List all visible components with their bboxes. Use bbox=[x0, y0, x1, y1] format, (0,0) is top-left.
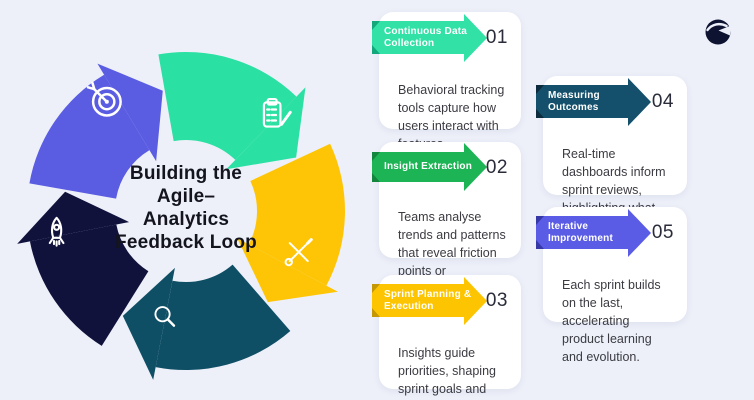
step-card-05: Iterative Improvement 05 Each sprint bui… bbox=[536, 207, 687, 364]
loop-segment-1 bbox=[29, 63, 163, 199]
ribbon-arrowhead-icon bbox=[464, 276, 487, 325]
loop-segment-2 bbox=[158, 52, 306, 170]
ribbon-arrowhead-icon bbox=[464, 143, 487, 191]
loop-arc-body bbox=[155, 264, 291, 370]
loop-arc-body bbox=[29, 224, 149, 346]
step-title: Measuring Outcomes bbox=[548, 89, 600, 113]
step-number: 01 bbox=[485, 27, 508, 48]
ribbon-fold-icon bbox=[372, 45, 380, 54]
ribbon-fold-icon bbox=[536, 85, 544, 94]
step-title: Insight Extraction bbox=[384, 161, 473, 172]
step-banner: Measuring Outcomes bbox=[536, 77, 651, 126]
ribbon-fold-icon bbox=[372, 173, 380, 182]
ribbon-fold-icon bbox=[372, 308, 380, 317]
loop-segment-3 bbox=[237, 143, 345, 303]
step-banner: Sprint Planning & Execution bbox=[372, 276, 487, 325]
ribbon-fold-icon bbox=[536, 240, 544, 249]
step-title: Sprint Planning & Execution bbox=[384, 288, 472, 312]
step-description: Each sprint builds on the last, accelera… bbox=[562, 277, 661, 364]
loop-arc-body bbox=[158, 52, 297, 160]
loop-arrowhead-icon bbox=[122, 267, 175, 380]
ribbon-fold-icon bbox=[536, 216, 544, 225]
target-icon bbox=[86, 81, 122, 117]
step-card-02: Insight Extraction 02 Teams analyse tren… bbox=[372, 142, 521, 296]
ribbon-fold-icon bbox=[372, 21, 380, 30]
step-card-03: Sprint Planning & Execution 03 Insights … bbox=[372, 275, 521, 400]
diagram-title: Building the Agile– Analytics Feedback L… bbox=[115, 163, 257, 253]
ribbon-arrowhead-icon bbox=[464, 13, 487, 62]
ribbon-arrowhead-icon bbox=[628, 77, 651, 126]
step-banner: Continuous Data Collection bbox=[372, 13, 487, 62]
ribbon-fold-icon bbox=[372, 152, 380, 161]
step-number: 04 bbox=[651, 91, 674, 112]
rocket-icon bbox=[48, 216, 65, 247]
loop-arrowhead-icon bbox=[97, 63, 163, 162]
step-banner: Insight Extraction bbox=[372, 143, 487, 191]
loop-segment-5 bbox=[17, 191, 149, 346]
step-number: 02 bbox=[485, 157, 508, 178]
feedback-loop-diagram bbox=[17, 52, 345, 380]
step-title: Continuous Data Collection bbox=[384, 25, 467, 49]
step-description: Insights guide priorities, shaping sprin… bbox=[398, 345, 503, 400]
loop-arrowhead-icon bbox=[17, 191, 130, 244]
search-icon bbox=[154, 306, 176, 327]
step-card-01: Continuous Data Collection 01 Behavioral… bbox=[372, 12, 521, 151]
ribbon-fold-icon bbox=[536, 109, 544, 118]
step-card-04: Measuring Outcomes 04 Real-time dashboar… bbox=[536, 76, 687, 251]
step-banner: Iterative Improvement bbox=[536, 208, 651, 257]
step-number: 03 bbox=[485, 290, 508, 311]
tools-icon bbox=[284, 238, 313, 267]
ribbon-arrowhead-icon bbox=[628, 208, 651, 257]
step-title: Iterative Improvement bbox=[548, 220, 613, 244]
brand-logo-icon bbox=[705, 19, 731, 45]
loop-arrowhead-icon bbox=[226, 87, 306, 170]
loop-arc-body bbox=[248, 143, 345, 286]
step-number: 05 bbox=[651, 222, 674, 243]
loop-segment-4 bbox=[122, 264, 291, 380]
ribbon-fold-icon bbox=[372, 284, 380, 293]
clipboard-icon bbox=[262, 97, 292, 128]
loop-arrowhead-icon bbox=[237, 238, 338, 303]
